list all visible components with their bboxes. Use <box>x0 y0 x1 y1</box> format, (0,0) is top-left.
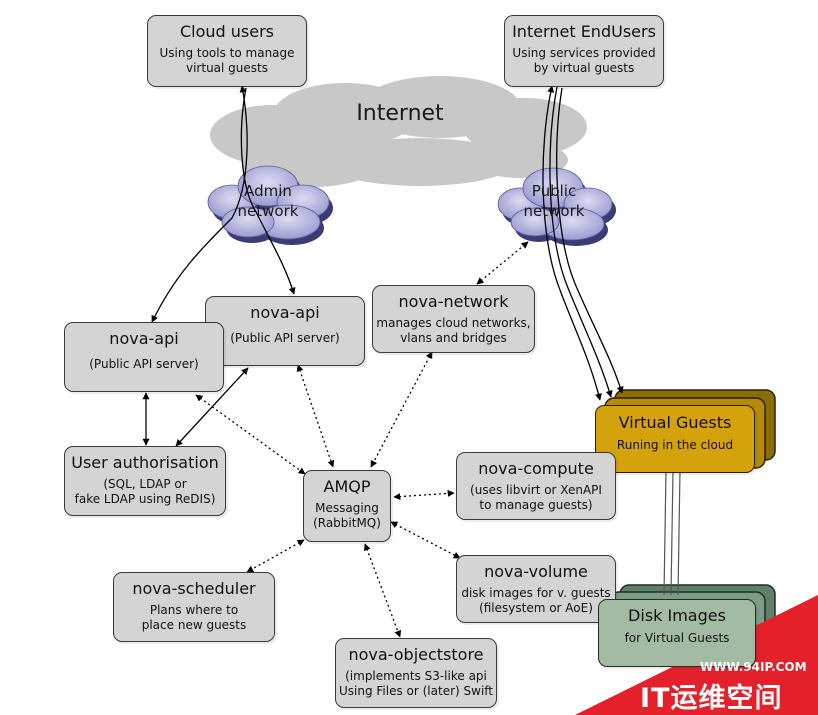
cloud-users-box: Cloud users Using tools to manage virtua… <box>147 15 307 87</box>
nova-api-left-subtitle: (Public API server) <box>89 357 199 371</box>
cloud-users-subtitle: Using tools to manage virtual guests <box>159 46 295 75</box>
nova-objectstore-subtitle: (implements S3-like api Using Files or (… <box>338 669 493 698</box>
nova-api-right-title: nova-api <box>250 303 320 322</box>
amqp-title: AMQP <box>323 477 371 496</box>
nova-api-left-box: nova-api (Public API server) <box>64 322 224 392</box>
virtual-guests-to-disk-images-lines <box>663 469 681 596</box>
amqp-subtitle: Messaging (RabbitMQ) <box>313 501 381 530</box>
nova-compute-box: nova-compute (uses libvirt or XenAPI to … <box>456 452 616 520</box>
virtual-guests-box: Virtual Guests Runing in the cloud <box>595 405 755 473</box>
internet-endusers-subtitle: Using services provided by virtual guest… <box>512 46 656 75</box>
internet-label: Internet <box>356 101 444 126</box>
public-to-virtual-guests-lines <box>542 85 624 401</box>
user-authorisation-box: User authorisation (SQL, LDAP or fake LD… <box>64 446 226 516</box>
cloud-users-title: Cloud users <box>179 22 275 41</box>
nova-compute-subtitle: (uses libvirt or XenAPI to manage guests… <box>470 483 602 512</box>
nova-objectstore-title: nova-objectstore <box>348 645 484 664</box>
watermark-brand: IT运维空间 <box>640 683 783 714</box>
nova-volume-box: nova-volume disk images for v. guests (f… <box>456 555 616 623</box>
nova-compute-title: nova-compute <box>478 459 594 478</box>
user-authorisation-title: User authorisation <box>71 453 219 472</box>
virtual-guests-title: Virtual Guests <box>618 413 732 432</box>
nova-objectstore-box: nova-objectstore (implements S3-like api… <box>335 638 497 708</box>
cloud-users-connections <box>151 85 296 323</box>
nova-volume-subtitle: disk images for v. guests (filesystem or… <box>461 586 611 615</box>
nova-network-box: nova-network manages cloud networks, vla… <box>372 285 535 353</box>
amqp-box: AMQP Messaging (RabbitMQ) <box>303 470 391 542</box>
public-network-label: Public network <box>523 182 585 220</box>
virtual-guests-subtitle: Runing in the cloud <box>616 438 734 452</box>
disk-images-subtitle: for Virtual Guests <box>624 631 730 645</box>
dotted-connectors <box>195 241 529 638</box>
watermark-url: WWW.94IP.COM <box>700 660 807 674</box>
admin-network-label: Admin network <box>237 182 299 220</box>
internet-endusers-title: Internet EndUsers <box>512 22 656 41</box>
nova-api-right-subtitle: (Public API server) <box>230 331 340 345</box>
nova-volume-title: nova-volume <box>484 562 588 581</box>
nova-scheduler-box: nova-scheduler Plans where to place new … <box>113 572 275 642</box>
user-authorisation-subtitle: (SQL, LDAP or fake LDAP using ReDIS) <box>74 477 216 506</box>
disk-images-box: Disk Images for Virtual Guests <box>598 599 756 667</box>
internet-endusers-box: Internet EndUsers Using services provide… <box>504 15 664 87</box>
nova-scheduler-subtitle: Plans where to place new guests <box>141 603 247 632</box>
nova-api-right-box: nova-api (Public API server) <box>205 296 365 366</box>
nova-api-left-title: nova-api <box>109 329 179 348</box>
nova-network-title: nova-network <box>398 292 509 311</box>
disk-images-title: Disk Images <box>628 606 726 625</box>
nova-network-subtitle: manages cloud networks, vlans and bridge… <box>376 316 531 345</box>
nova-scheduler-title: nova-scheduler <box>132 579 256 598</box>
